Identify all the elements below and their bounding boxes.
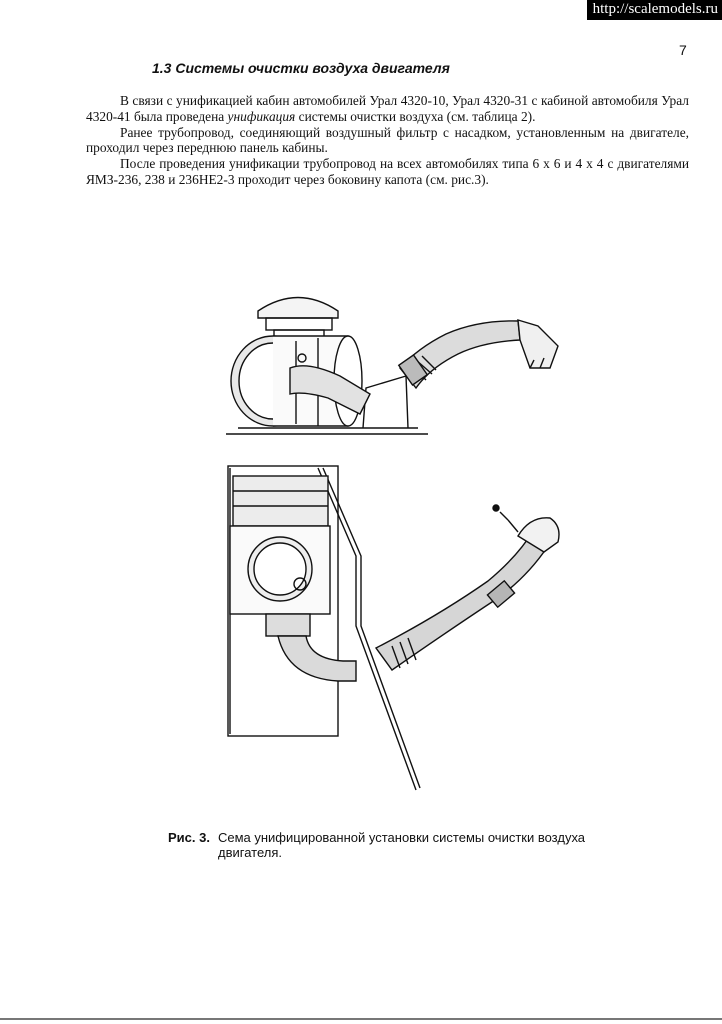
paragraph-1-end: системы очистки воздуха (см. таблица 2).	[295, 108, 536, 124]
section-title: 1.3 Системы очистки воздуха двигателя	[152, 60, 450, 76]
figure-caption-label: Рис. 3.	[168, 830, 210, 845]
air-cleaner-installation-drawing	[226, 296, 560, 791]
bottom-rule	[0, 1018, 722, 1020]
paragraph-1-emphasis: унификация	[227, 108, 296, 124]
watermark-url: http://scalemodels.ru	[586, 0, 722, 20]
paragraph-1-start: В связи с унификацией кабин автомобилей …	[86, 93, 689, 124]
paragraph-3: После проведения унификации трубопровод …	[86, 156, 689, 187]
side-view-drawing	[227, 465, 560, 791]
figure-caption-line2: двигателя.	[218, 845, 282, 860]
figure-caption: Рис. 3. Сема унифицированной установки си…	[168, 830, 648, 860]
figure-caption-line1: Сема унифицированной установки системы о…	[217, 830, 586, 845]
top-view-drawing	[226, 296, 559, 435]
body-text: В связи с унификацией кабин автомобилей …	[86, 93, 689, 188]
page-number: 7	[679, 42, 687, 58]
paragraph-2: Ранее трубопровод, соединяющий воздушный…	[86, 124, 689, 156]
paragraph-1: В связи с унификацией кабин автомобилей …	[86, 93, 689, 125]
